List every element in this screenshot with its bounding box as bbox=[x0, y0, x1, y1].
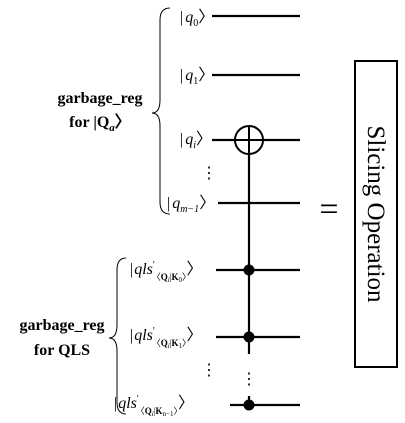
slicing-operation-box bbox=[354, 60, 398, 368]
control-dot-k1 bbox=[243, 331, 255, 343]
svg-text:|qi〉: |qi〉 bbox=[180, 131, 212, 151]
ellipsis-lower-left: ⋮ bbox=[201, 362, 217, 379]
svg-text:|qls'〈Qi|K1〉〉: |qls'〈Qi|K1〉〉 bbox=[130, 326, 203, 350]
svg-text:|qls'〈Qi|Kn−1〉〉: |qls'〈Qi|Kn−1〉〉 bbox=[114, 394, 194, 418]
svg-text:|q0〉: |q0〉 bbox=[180, 9, 214, 29]
control-dot-k0 bbox=[243, 264, 255, 276]
svg-text:|qls'〈Qi|K0〉〉: |qls'〈Qi|K0〉〉 bbox=[130, 260, 203, 284]
qubit-label-q1: |q1〉 bbox=[180, 67, 214, 87]
svg-text:|q1〉: |q1〉 bbox=[180, 67, 214, 87]
qubit-label-qi: |qi〉 bbox=[180, 131, 212, 151]
group-label-garbage-qa-line1: garbage_reg bbox=[57, 90, 142, 107]
brace-qls bbox=[108, 257, 127, 415]
control-dot-kn-1 bbox=[243, 399, 255, 411]
qubit-label-qm-1: |qm−1〉 bbox=[167, 195, 215, 215]
group-label-garbage-qa-line2: for |Qa〉 bbox=[69, 113, 131, 134]
qls-label-k0: |qls'〈Qi|K0〉〉 bbox=[130, 260, 203, 284]
ellipsis-upper: ⋮ bbox=[201, 165, 217, 182]
qubit-label-q0: |q0〉 bbox=[180, 9, 214, 29]
qls-label-k1: |qls'〈Qi|K1〉〉 bbox=[130, 326, 203, 350]
svg-text:|qm−1〉: |qm−1〉 bbox=[167, 195, 215, 215]
ellipsis-control: ⋮ bbox=[241, 371, 257, 388]
group-label-garbage-qls-line1: garbage_reg bbox=[19, 317, 104, 334]
brace-qa bbox=[151, 7, 171, 215]
target-xor-gate bbox=[234, 125, 264, 155]
slicing-operation-label: Slicing Operation bbox=[362, 125, 389, 303]
equals-sign: = bbox=[319, 191, 338, 228]
group-label-garbage-qls-line2: for QLS bbox=[34, 342, 90, 359]
qls-label-kn-1: |qls'〈Qi|Kn−1〉〉 bbox=[114, 394, 194, 418]
